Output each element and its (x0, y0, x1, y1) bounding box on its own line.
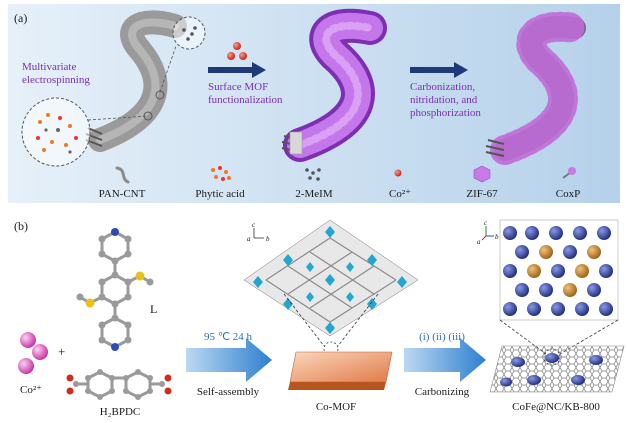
cobalt-ion-cluster (227, 42, 247, 60)
pan-cnt-icon (115, 166, 130, 184)
legend-2-meim: 2-MeIM (295, 188, 332, 200)
condition2-top: (i) (ii) (iii) (419, 331, 465, 343)
zif-coated-fiber (281, 8, 387, 162)
co-mof-block (288, 351, 393, 390)
zoom-circle-left (21, 97, 91, 167)
panel-b-label: (b) (14, 219, 28, 233)
phytic-acid-icon (211, 166, 231, 181)
zif67-icon (473, 165, 491, 183)
legend-row (115, 165, 576, 184)
svg-text:b: b (266, 235, 270, 243)
legend-phytic-acid: Phytic acid (195, 188, 245, 200)
step1-label-line2: electrospinning (22, 74, 90, 86)
cobalt-phosphide-icon (562, 167, 576, 179)
2-meim-icon (305, 168, 321, 181)
condition1-top: 95 ℃ 24 h (204, 331, 253, 343)
carbonizing-arrow (404, 338, 486, 382)
step3-label-line1: Carbonization, (410, 81, 475, 93)
cobalt-ion-icon (394, 169, 402, 177)
h2bpdc-structure (66, 369, 172, 400)
svg-text:a: a (247, 235, 251, 243)
arrow-step2 (208, 62, 266, 78)
crystal-axes-icon: c a b (477, 219, 499, 246)
step2-label-line2: functionalization (208, 94, 283, 106)
zoom-circle-top (172, 16, 206, 50)
svg-text:c: c (484, 219, 488, 227)
svg-text:b: b (495, 233, 499, 241)
step2-label-line1: Surface MOF (208, 81, 268, 93)
mof-framework (243, 219, 419, 337)
arrow-step3 (410, 62, 468, 78)
self-assembly-arrow (186, 338, 272, 382)
condition1-bottom: Self-assembly (197, 386, 260, 398)
cobalt-spheres (18, 332, 48, 374)
step1-label-line1: Multivariate (22, 61, 76, 73)
condition2-bottom: Carbonizing (415, 386, 470, 398)
svg-text:a: a (477, 238, 481, 246)
product-label: CoFe@NC/KB-800 (512, 401, 600, 413)
phytic-acid-dots (36, 113, 78, 154)
step3-label-line2: nitridation, and (410, 94, 478, 106)
legend-cobalt-ion: Co²⁺ (389, 188, 411, 200)
ligand-structure (76, 228, 154, 351)
svg-text:c: c (252, 221, 256, 229)
co-mof-label: Co-MOF (316, 401, 356, 413)
mof-axes-icon: c a b (247, 221, 270, 243)
step3-label-line3: phosphorization (410, 107, 481, 119)
cop-fiber (485, 11, 590, 165)
mof-zoom-circle (323, 341, 339, 357)
panel-a-label: (a) (14, 11, 27, 25)
crystal-zoom-circle (543, 348, 561, 366)
h2bpdc-label: H₂BPDC (100, 406, 141, 418)
cobalt-ion-label: Co²⁺ (20, 384, 42, 396)
panel-b: (b) (14, 219, 625, 418)
ligand-label: L (150, 302, 157, 316)
legend-zif67: ZIF-67 (466, 188, 498, 200)
legend-cobalt-phosphide: CoxP (556, 188, 580, 200)
alloy-crystal (499, 219, 619, 321)
legend-pan-cnt: PAN-CNT (99, 188, 146, 200)
carbon-support-sheet (489, 345, 625, 393)
panel-a: (a) Multivariate electrospinning (8, 4, 620, 203)
plus-sign: + (58, 344, 65, 359)
